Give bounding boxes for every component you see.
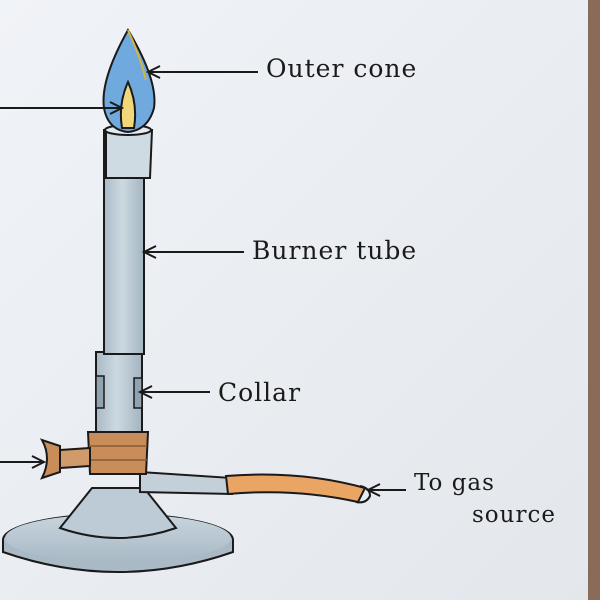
air-hole bbox=[95, 375, 105, 409]
label-outer-cone: Outer cone bbox=[266, 54, 418, 83]
label-burner-tube: Burner tube bbox=[252, 236, 418, 265]
collar bbox=[39, 431, 150, 480]
flame bbox=[102, 28, 156, 134]
wooden-edge bbox=[588, 0, 600, 600]
leader-lines bbox=[0, 65, 406, 497]
label-source: source bbox=[472, 502, 556, 528]
gas-hose bbox=[224, 473, 372, 504]
burner-base bbox=[2, 487, 234, 573]
label-collar: Collar bbox=[218, 378, 302, 407]
label-to-gas: To gas bbox=[414, 470, 495, 496]
